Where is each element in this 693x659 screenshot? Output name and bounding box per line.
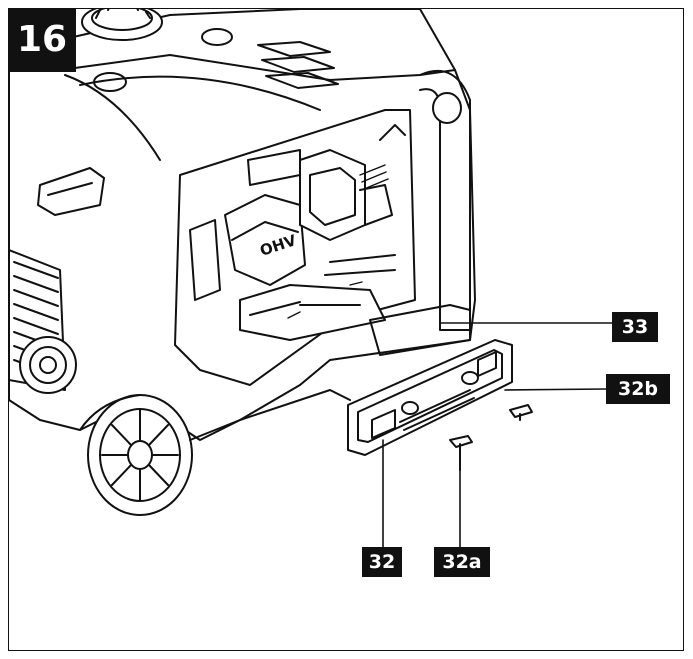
callout-32a: 32a (434, 547, 490, 577)
screw-32a (449, 435, 473, 471)
top-vent-grid (257, 41, 339, 89)
recoil-starter (19, 336, 77, 394)
figure-number-badge: 16 (8, 8, 76, 72)
top-oval-left (93, 72, 127, 92)
callout-32b: 32b (606, 374, 670, 404)
engine-shading (287, 164, 389, 319)
callout-32: 32 (362, 547, 402, 577)
generator-housing (9, 9, 476, 441)
cover-32 (347, 339, 513, 456)
engine (189, 124, 406, 341)
top-oval-right (201, 28, 233, 46)
figure-frame (8, 8, 684, 651)
screw-32b (509, 404, 533, 421)
access-frame-33 (369, 304, 471, 356)
fuel-cap (81, 9, 163, 41)
leader-lines (382, 322, 613, 548)
callout-33: 33 (612, 312, 658, 342)
leader-32b (504, 388, 607, 391)
carry-handle (37, 167, 105, 216)
